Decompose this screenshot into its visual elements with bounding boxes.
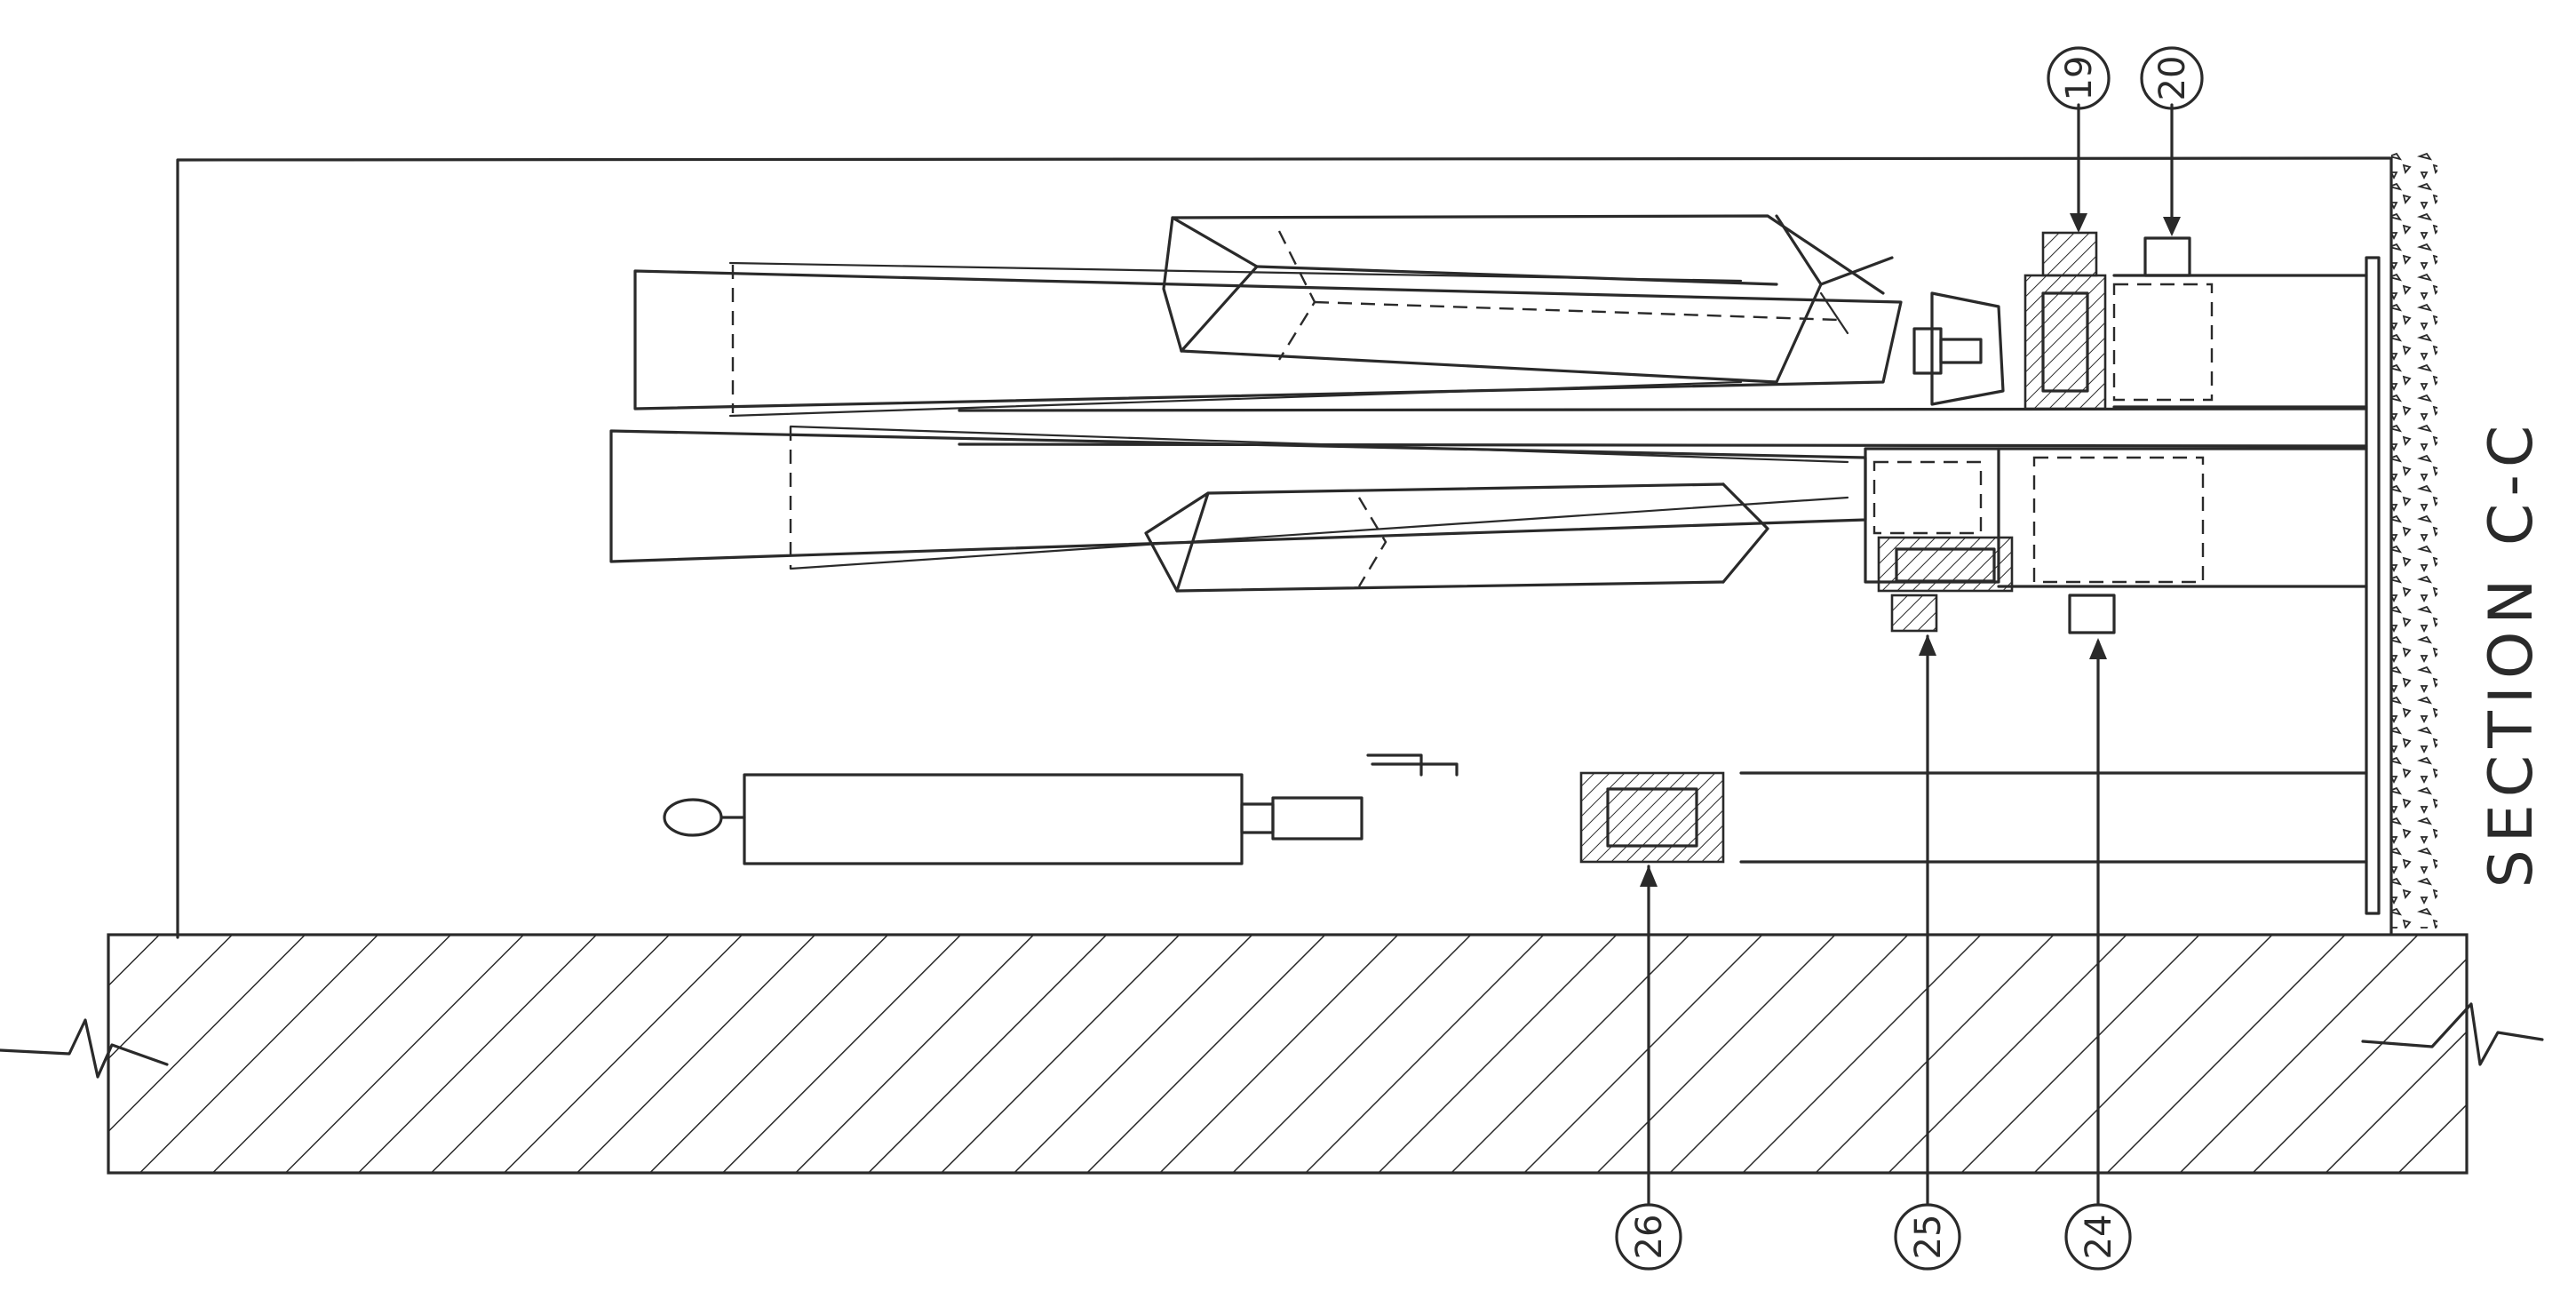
svg-text:19: 19 — [2059, 56, 2100, 101]
middle-blade — [609, 425, 1867, 593]
leader-20 — [2163, 103, 2181, 236]
leader-25 — [1919, 634, 1936, 1206]
gravel-strip — [2391, 151, 2437, 928]
svg-text:SECTION C-C: SECTION C-C — [2477, 418, 2547, 889]
svg-text:26: 26 — [1629, 1215, 1670, 1260]
callout-25: 25 — [1894, 1203, 1961, 1271]
upper-hub — [1912, 231, 2214, 410]
callout-19: 19 — [2047, 46, 2111, 110]
callout-26: 26 — [1615, 1203, 1682, 1271]
svg-text:24: 24 — [2079, 1215, 2119, 1260]
callout-24: 24 — [2064, 1203, 2132, 1271]
lower-cylinder — [663, 753, 1725, 865]
break-symbol-left — [0, 1018, 169, 1079]
middle-hub — [1864, 447, 2205, 634]
leader-19 — [2070, 103, 2087, 233]
mounting-rail — [2365, 256, 2381, 915]
floor-slab — [107, 933, 2469, 1175]
svg-text:20: 20 — [2152, 56, 2193, 101]
upper-blade — [633, 214, 1903, 418]
svg-text:25: 25 — [1908, 1215, 1949, 1260]
leader-24 — [2089, 638, 2107, 1206]
leader-26 — [1640, 865, 1658, 1206]
callout-20: 20 — [2140, 46, 2204, 110]
section-label: SECTION C-C — [2477, 418, 2547, 889]
break-symbol-right — [2361, 1002, 2544, 1066]
